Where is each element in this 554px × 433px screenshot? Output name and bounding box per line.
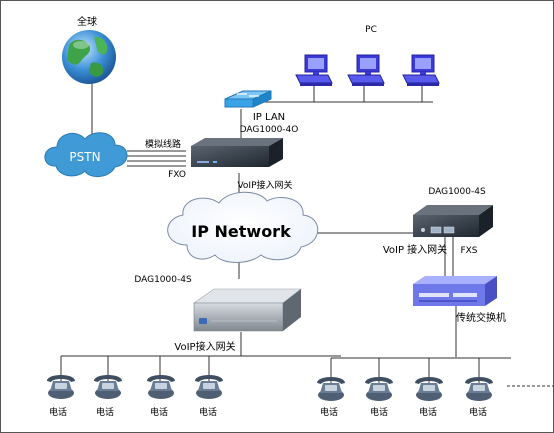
globe-icon — [62, 30, 116, 84]
phone-label: 电话 — [469, 406, 487, 418]
phone-label: 电话 — [49, 406, 67, 418]
pstn-cloud — [44, 132, 128, 177]
pc-label: PC — [365, 25, 377, 35]
phone-label: 电话 — [370, 406, 388, 418]
phone-icon — [195, 375, 223, 399]
phone-icon — [94, 375, 122, 399]
voip-left-label: VoIP接入网关 — [174, 340, 235, 353]
phone-icon — [47, 375, 75, 399]
dag-left-label: DAG1000-4S — [134, 275, 192, 285]
pbx-icon — [413, 276, 497, 306]
ip-network-label: IP Network — [191, 222, 291, 241]
fxs-label: FXS — [460, 246, 477, 256]
phone-icon — [415, 377, 443, 401]
phone-label: 电话 — [96, 406, 114, 418]
phone-icon — [365, 377, 393, 401]
phones-right: 电话 电话 电话 电话 — [317, 377, 493, 418]
pc-icon — [402, 54, 440, 87]
ip-lan-label: IP LAN — [253, 112, 285, 123]
phone-icon — [317, 377, 345, 401]
phone-icon — [465, 377, 493, 401]
fxo-label: FXO — [168, 170, 186, 180]
pstn-label: PSTN — [69, 150, 100, 164]
gateway-device-right — [413, 205, 493, 237]
gateway-device-top — [191, 138, 283, 167]
pbx-label: 传统交换机 — [456, 311, 506, 324]
dag-right-label: DAG1000-4S — [428, 187, 486, 197]
dag-top-label: DAG1000-4O — [240, 125, 299, 135]
phone-label: 电话 — [199, 406, 217, 418]
globe-label: 全球 — [77, 15, 97, 28]
phone-label: 电话 — [150, 406, 168, 418]
analog-line-label: 模拟线路 — [145, 138, 181, 150]
phone-label: 电话 — [419, 406, 437, 418]
lan-switch-icon — [224, 90, 272, 108]
pc-icon — [295, 54, 333, 87]
voip-right-label: VoIP 接入网关 — [383, 243, 447, 256]
phone-label: 电话 — [320, 406, 338, 418]
ip-network-cloud — [167, 191, 319, 263]
phones-left: 电话 电话 电话 电话 — [47, 375, 223, 418]
pc-icon — [347, 54, 385, 87]
voip-top-label: VoIP接入网关 — [237, 179, 292, 191]
gateway-device-left — [193, 288, 302, 332]
phone-icon — [147, 375, 175, 399]
